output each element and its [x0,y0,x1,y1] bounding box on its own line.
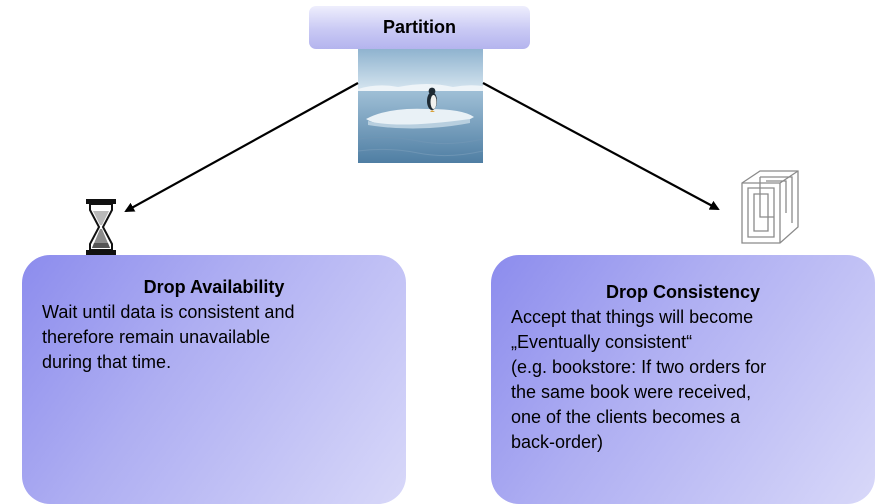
drop-consistency-card: Drop Consistency Accept that things will… [491,255,875,504]
partition-label: Partition [382,17,456,37]
penguin-on-ice-icon [358,49,483,163]
drop-consistency-title: Drop Consistency [605,282,761,302]
drop-consistency-body: Accept that things will become „Eventual… [511,307,767,452]
drop-availability-body: Wait until data is consistent and theref… [42,302,295,372]
arrow-to-right [482,82,720,210]
drop-availability-title: Drop Availability [143,277,285,297]
impossible-cube-icon [738,167,802,247]
partition-box: Partition [309,6,530,49]
arrow-to-left [124,82,359,212]
drop-availability-card: Drop Availability Wait until data is con… [22,255,406,504]
hourglass-icon [84,198,118,256]
